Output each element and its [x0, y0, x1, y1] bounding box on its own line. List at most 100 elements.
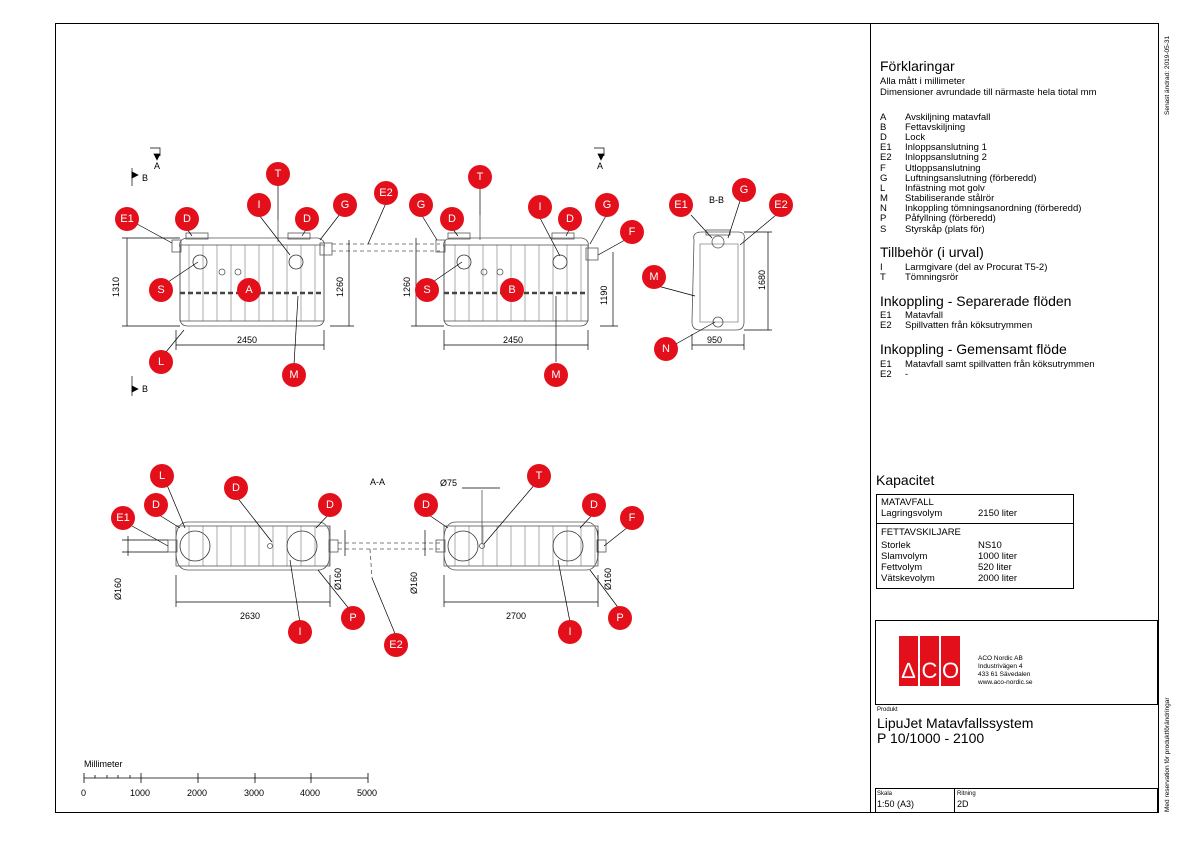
- callout-p: P: [608, 606, 632, 630]
- capacity-title: Kapacitet: [876, 472, 935, 488]
- scalebar-tick-4000: 4000: [300, 788, 321, 798]
- legend-code: S: [880, 223, 887, 235]
- legend-code: D: [880, 131, 887, 143]
- legend-code: E2: [880, 152, 892, 164]
- combined-title: Inkoppling - Gemensamt flöde: [880, 341, 1067, 357]
- capacity-row: Slamvolym 1000 liter: [881, 551, 1073, 562]
- legend-text: Tömningsrör: [905, 272, 959, 284]
- capacity-key: Storlek: [881, 540, 911, 551]
- scalebar-tick-2000: 2000: [187, 788, 208, 798]
- legend-text: -: [905, 368, 909, 380]
- callout-i: I: [558, 620, 582, 644]
- cut-a-left: A: [154, 161, 161, 171]
- callout-g: G: [333, 193, 357, 217]
- scalebar-tick-3000: 3000: [244, 788, 265, 798]
- legend-subtitle-1: Alla mått i millimeter: [880, 76, 965, 87]
- side-view-tank-2: [435, 215, 599, 327]
- callout-g: G: [595, 193, 619, 217]
- legend-code: I: [880, 261, 883, 273]
- callout-g: G: [732, 178, 756, 202]
- scale-label: Skala: [877, 791, 893, 797]
- legend-row: E2 Inloppsanslutning 2: [880, 152, 1150, 164]
- legend-code: L: [880, 182, 886, 194]
- callout-d: D: [414, 493, 438, 517]
- plan-view-tank-1: [167, 521, 339, 571]
- callout-d: D: [295, 207, 319, 231]
- scalebar-tick-5000: 5000: [357, 788, 378, 798]
- callout-e2: E2: [769, 193, 793, 217]
- capacity-key: Lagringsvolym: [881, 508, 943, 519]
- legend-text: Inkoppling tömningsanordning (förberedd): [905, 203, 1082, 215]
- dim-d160-d: Ø160: [603, 567, 613, 590]
- scalebar-tick-1000: 1000: [130, 788, 151, 798]
- aco-logo: ∆ C O: [899, 636, 960, 686]
- dim-d75: Ø75: [440, 478, 458, 488]
- legend-text: Spillvatten från köksutrymmen: [905, 320, 1033, 332]
- capacity-key: Slamvolym: [881, 551, 928, 562]
- callout-e2: E2: [374, 181, 398, 205]
- callout-d: D: [144, 493, 168, 517]
- legend-code: P: [880, 213, 887, 225]
- legend-code: E1: [880, 358, 892, 370]
- dim-1190: 1190: [599, 285, 609, 305]
- callout-e2: E2: [384, 633, 408, 657]
- capacity-value: 520 liter: [978, 562, 1012, 573]
- company-address: ACO Nordic AB Industrivägen 4 433 61 Säv…: [978, 655, 1033, 687]
- side-view-tank-1: [171, 220, 333, 327]
- company-box: [875, 620, 1158, 705]
- legend-code: F: [880, 162, 886, 174]
- reservation-note: Med reservation för produktförändringar: [1164, 697, 1171, 812]
- callout-i: I: [288, 620, 312, 644]
- callout-n: N: [654, 337, 678, 361]
- product-label: Produkt: [877, 707, 898, 713]
- callout-t: T: [527, 464, 551, 488]
- drawing-label: Ritning: [957, 791, 976, 797]
- drawing-value: 2D: [957, 799, 969, 809]
- callout-e1: E1: [115, 207, 139, 231]
- cut-b-top: B: [142, 173, 149, 183]
- dim-2450-a: 2450: [237, 335, 258, 345]
- legend-text: Luftningsanslutning (förberedd): [905, 172, 1037, 184]
- frame-divider: [870, 23, 871, 813]
- capacity-value: 1000 liter: [978, 551, 1018, 562]
- dim-2450-b: 2450: [503, 335, 524, 345]
- cut-b-bottom: B: [142, 384, 149, 394]
- callout-f: F: [620, 506, 644, 530]
- legend-code: M: [880, 193, 888, 205]
- legend-code: B: [880, 121, 887, 133]
- legend-code: E2: [880, 368, 892, 380]
- product-line-2: P 10/1000 - 2100: [877, 730, 985, 746]
- capacity-value: NS10: [978, 540, 1002, 551]
- combined-list: E1 Matavfall samt spillvatten från köksut…: [880, 358, 1150, 380]
- callout-e1: E1: [669, 193, 693, 217]
- legend-text: Inloppsanslutning 2: [905, 152, 987, 164]
- callout-l: L: [149, 350, 173, 374]
- callout-i: I: [528, 195, 552, 219]
- legend-text: Lock: [905, 131, 926, 143]
- callout-d: D: [318, 493, 342, 517]
- callout-f: F: [620, 220, 644, 244]
- section-aa-label: A-A: [370, 477, 386, 487]
- section-bb-view: [691, 229, 745, 331]
- dim-2700: 2700: [506, 611, 527, 621]
- legend-text: Stabiliserande stålrör: [905, 193, 995, 205]
- dim-950: 950: [707, 335, 723, 345]
- legend-text: Matavfall samt spillvatten från köksutry…: [905, 358, 1095, 370]
- dim-d160-c: Ø160: [409, 571, 419, 594]
- callout-m: M: [642, 265, 666, 289]
- separated-title: Inkoppling - Separerade flöden: [880, 292, 1072, 309]
